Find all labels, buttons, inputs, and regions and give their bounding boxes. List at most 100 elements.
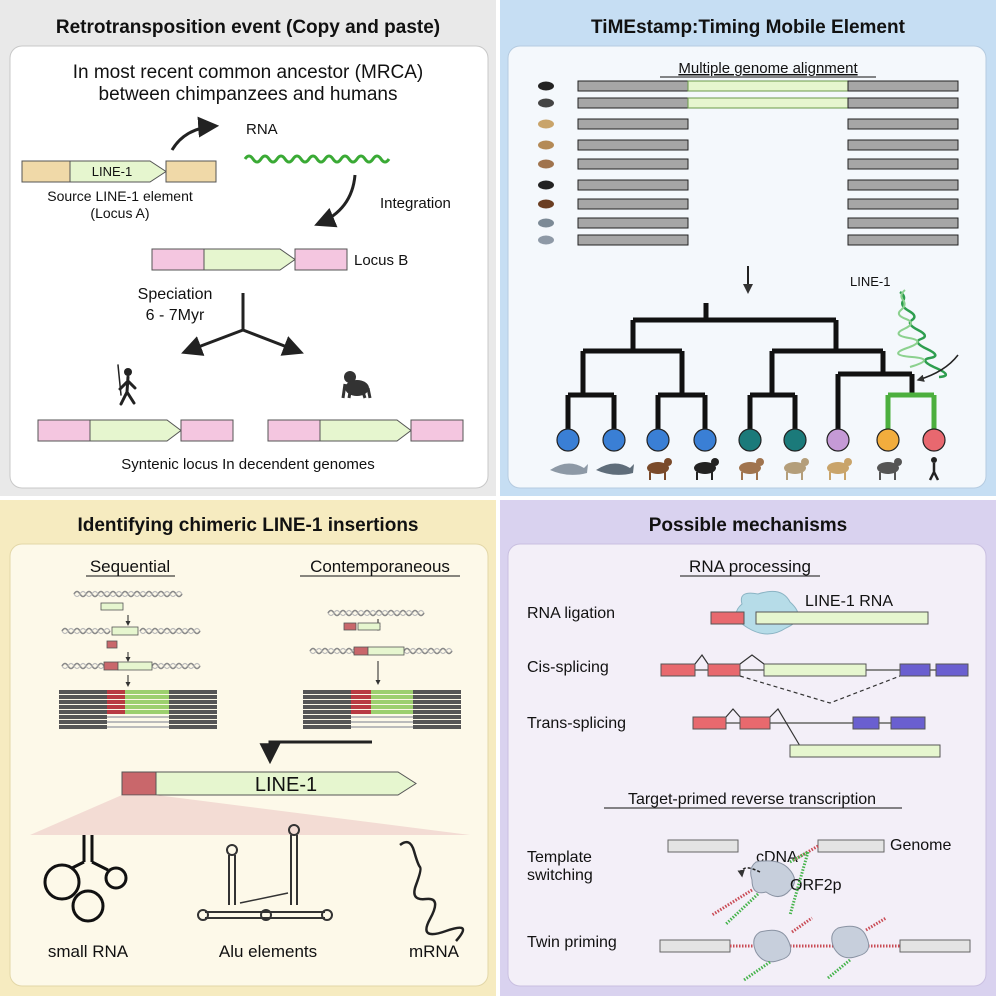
alignment-row [577,80,959,92]
speciation-label-line1: Speciation [138,286,213,303]
dna-helix [61,627,111,635]
descendant-genome-left [37,419,234,442]
merge-arrow [259,740,372,765]
macaque-icon [827,458,852,480]
alignment-row [577,158,959,170]
genome-alignment-stack [303,690,461,729]
cis-exon-4 [935,663,969,677]
phylogenetic-tree [565,303,915,430]
tree-tip-node [876,428,900,452]
trans-splice-carets [725,708,801,747]
rabbit-icon [739,458,764,480]
cdna-strand-green [724,850,810,926]
tree-tip-node [826,428,850,452]
mini-species-icon [538,218,554,228]
rna-ligation-label: RNA ligation [527,605,615,622]
chimeric-line1-body [155,771,417,796]
dna-helix [61,662,111,670]
twin-red-strands [791,916,887,934]
source-label-line1: Source LINE-1 element [47,188,193,204]
mrca-heading-line2: between chimpanzees and humans [99,84,398,105]
mrna-squiggle [399,840,465,942]
alu-label: Alu elements [219,942,317,961]
syntenic-label: Syntenic locus In decendent genomes [121,456,375,473]
trans-exon-3 [852,716,880,730]
chimeric-line1-label: LINE-1 [255,774,317,796]
horse-icon [647,458,672,480]
small-rna-structure [43,835,128,923]
sequential-steps [59,590,217,729]
twin-orf2p-1 [753,929,792,963]
mini-species-icon [538,235,554,245]
twin-genome-right [899,939,971,953]
alu-structure [197,824,333,921]
line1-rna-label: LINE-1 RNA [805,593,893,610]
integration-label: Integration [380,195,451,212]
tree-tip-node [693,428,717,452]
template-strand-red [711,888,753,917]
line1-dna-helix-strand [897,289,925,368]
panel1-title: Retrotransposition event (Copy and paste… [56,17,440,38]
panel4-title: Possible mechanisms [649,515,848,536]
source-label-line2: (Locus A) [90,205,149,221]
template-label-line1: Template [527,849,592,866]
twin-priming-label: Twin priming [527,934,617,951]
template-switch-arrow [737,867,761,878]
orf2p-enzyme [750,860,795,897]
whale-icon [596,463,634,475]
dna-helix [403,647,453,655]
trans-splicing-label: Trans-splicing [527,715,626,732]
sequential-label: Sequential [90,557,170,576]
expansion-wedge [30,795,470,835]
dna-helix [73,590,183,598]
trans-line1-rna [789,744,941,758]
cis-line1 [763,663,867,677]
twin-genome-left [659,939,731,953]
panel2-content: Multiple genome alignment LINE-1 [538,60,959,481]
dna-helix [151,662,201,670]
source-element-name: LINE-1 [92,164,132,179]
panel1-content: In most recent common ancestor (MRCA) be… [21,62,464,473]
panel4-card [507,543,987,987]
speciation-arrow-left [181,328,244,356]
panel2-title: TiMEstamp:Timing Mobile Element [591,17,906,38]
alignment-row [577,217,959,229]
tree-tips [556,428,946,452]
mrca-heading-line1: In most recent common ancestor (MRCA) [73,62,424,83]
mini-species-icon [538,119,554,129]
panel3-title: Identifying chimeric LINE-1 insertions [77,515,418,536]
tree-tip-node [738,428,762,452]
panel3-content: Sequential Contemporaneous LINE-1 small … [30,557,470,961]
chimpanzee-icon [877,458,902,480]
dog-icon [694,458,719,480]
mrna-label: mRNA [409,942,460,961]
alignment-row [577,139,959,151]
template-label-line2: switching [527,867,593,884]
mini-species-icon [538,140,554,150]
genome-segment-right [817,839,885,853]
rna-processing-label: RNA processing [689,557,811,576]
human-icon [117,364,137,406]
dna-helix [327,609,425,617]
alignment-row [577,234,959,246]
orf2p-label: ORF2p [790,877,842,894]
tree-tip-node [602,428,626,452]
cis-alternative-splice [739,675,901,704]
mini-species-icon [538,199,554,209]
chimeric-segment [121,771,157,796]
dolphin-icon [550,463,588,475]
species-icon-column [538,81,554,245]
speciation-arrow-right [242,328,304,356]
locus-b-label: Locus B [354,252,408,269]
descendant-genome-right [267,419,464,442]
ligation-line1-rna [755,611,929,625]
chimp-human-clade [885,392,937,430]
cis-exon-1 [660,663,696,677]
dna-helix [139,627,201,635]
twin-green-strands [743,958,851,982]
human-icon [928,457,940,481]
cis-exon-3 [899,663,931,677]
panel4-content: RNA processing RNA ligation LINE-1 RNA C… [527,557,971,982]
mouse-icon [784,458,809,480]
